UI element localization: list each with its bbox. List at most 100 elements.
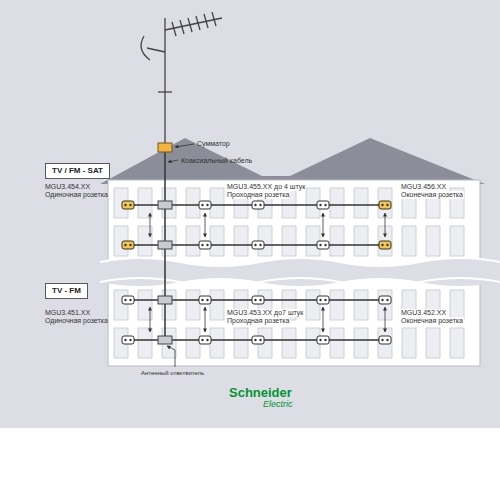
window: [234, 328, 248, 358]
socket-hole: [319, 339, 321, 341]
window: [234, 226, 248, 256]
callout-label: Одиночная розетка: [44, 317, 109, 325]
socket-hole: [254, 244, 256, 246]
window: [282, 226, 296, 256]
socket-hole: [254, 299, 256, 301]
tv-socket: [199, 241, 211, 249]
window: [186, 290, 200, 320]
callout-label: Оконечная розетка: [400, 317, 464, 325]
brand-logo: Electric: [262, 400, 294, 410]
tv-socket: [122, 296, 134, 304]
callout-label: Сумматор: [196, 140, 231, 148]
socket-hole: [201, 339, 203, 341]
break-line: [100, 258, 500, 266]
socket-hole: [381, 244, 383, 246]
window: [426, 226, 440, 256]
leader-line: [168, 160, 178, 162]
window: [402, 226, 416, 256]
socket-hole: [386, 339, 388, 341]
socket-hole: [129, 204, 131, 206]
socket-hole: [206, 204, 208, 206]
tv-socket: [379, 336, 391, 344]
tv-socket: [252, 336, 264, 344]
socket-hole: [319, 244, 321, 246]
socket-hole: [259, 244, 261, 246]
callout-label: MGU3.454.XX: [44, 183, 91, 191]
callout-label: MGU3.452.XX: [400, 309, 447, 317]
window: [210, 328, 224, 358]
socket-hole: [386, 244, 388, 246]
socket-hole: [124, 339, 126, 341]
tv-socket: [252, 201, 264, 209]
socket-hole: [206, 299, 208, 301]
section-title: TV / FM - SAT: [52, 166, 103, 176]
window: [354, 226, 368, 256]
socket-hole: [386, 204, 388, 206]
antenna: [141, 12, 222, 146]
section-title: TV - FM: [52, 286, 81, 296]
socket-hole: [201, 299, 203, 301]
window: [378, 328, 392, 358]
combiner-box: [158, 143, 172, 152]
socket-hole: [259, 204, 261, 206]
tv-socket: [379, 241, 391, 249]
callout-label: Проходная розетка: [226, 191, 290, 199]
callout-label: Одиночная розетка: [44, 191, 109, 199]
socket-hole: [319, 299, 321, 301]
break-wave: [100, 258, 500, 286]
antenna-splitter: [158, 241, 172, 249]
floor-wiring: [122, 201, 391, 344]
callout-label: Коаксиальный кабель: [180, 157, 253, 165]
socket-hole: [129, 299, 131, 301]
tv-socket: [122, 241, 134, 249]
socket-hole: [206, 339, 208, 341]
window: [402, 328, 416, 358]
window: [162, 290, 176, 320]
tv-socket: [199, 201, 211, 209]
tv-socket: [317, 201, 329, 209]
tv-socket: [317, 296, 329, 304]
socket-hole: [129, 339, 131, 341]
tv-socket: [379, 201, 391, 209]
floor-arrow: [385, 213, 386, 237]
callout-label: MGU3.456.XX: [400, 183, 447, 191]
socket-hole: [319, 204, 321, 206]
roof: [100, 138, 485, 184]
window: [450, 290, 464, 320]
floor-arrow: [150, 307, 151, 332]
window: [306, 290, 320, 320]
socket-hole: [206, 244, 208, 246]
floor-arrow: [323, 213, 324, 237]
window: [354, 290, 368, 320]
leader-lines: [150, 144, 385, 367]
callout-label: MGU3.451.XX: [44, 309, 91, 317]
socket-hole: [324, 299, 326, 301]
socket-hole: [124, 244, 126, 246]
callout-label: Антенный ответвитель: [140, 370, 205, 377]
section-box: TV - FM: [45, 283, 88, 299]
window: [210, 290, 224, 320]
brand-logo: Schneider: [228, 386, 293, 400]
callout-label: Проходная розетка: [226, 317, 290, 325]
tv-socket: [317, 336, 329, 344]
window: [210, 226, 224, 256]
callout-label: MGU3.455.XX до 4 штук: [226, 183, 306, 191]
window: [210, 188, 224, 218]
window: [186, 328, 200, 358]
window: [330, 328, 344, 358]
socket-hole: [324, 339, 326, 341]
socket-hole: [386, 299, 388, 301]
socket-hole: [124, 299, 126, 301]
window: [330, 290, 344, 320]
section-box: TV / FM - SAT: [45, 163, 110, 179]
antenna-splitter: [158, 336, 172, 344]
window: [450, 328, 464, 358]
socket-hole: [381, 339, 383, 341]
antenna-splitter: [158, 201, 172, 209]
socket-hole: [259, 339, 261, 341]
leader-line: [175, 144, 194, 147]
leader-line: [167, 346, 175, 367]
floor-arrow: [385, 307, 386, 332]
window: [282, 328, 296, 358]
